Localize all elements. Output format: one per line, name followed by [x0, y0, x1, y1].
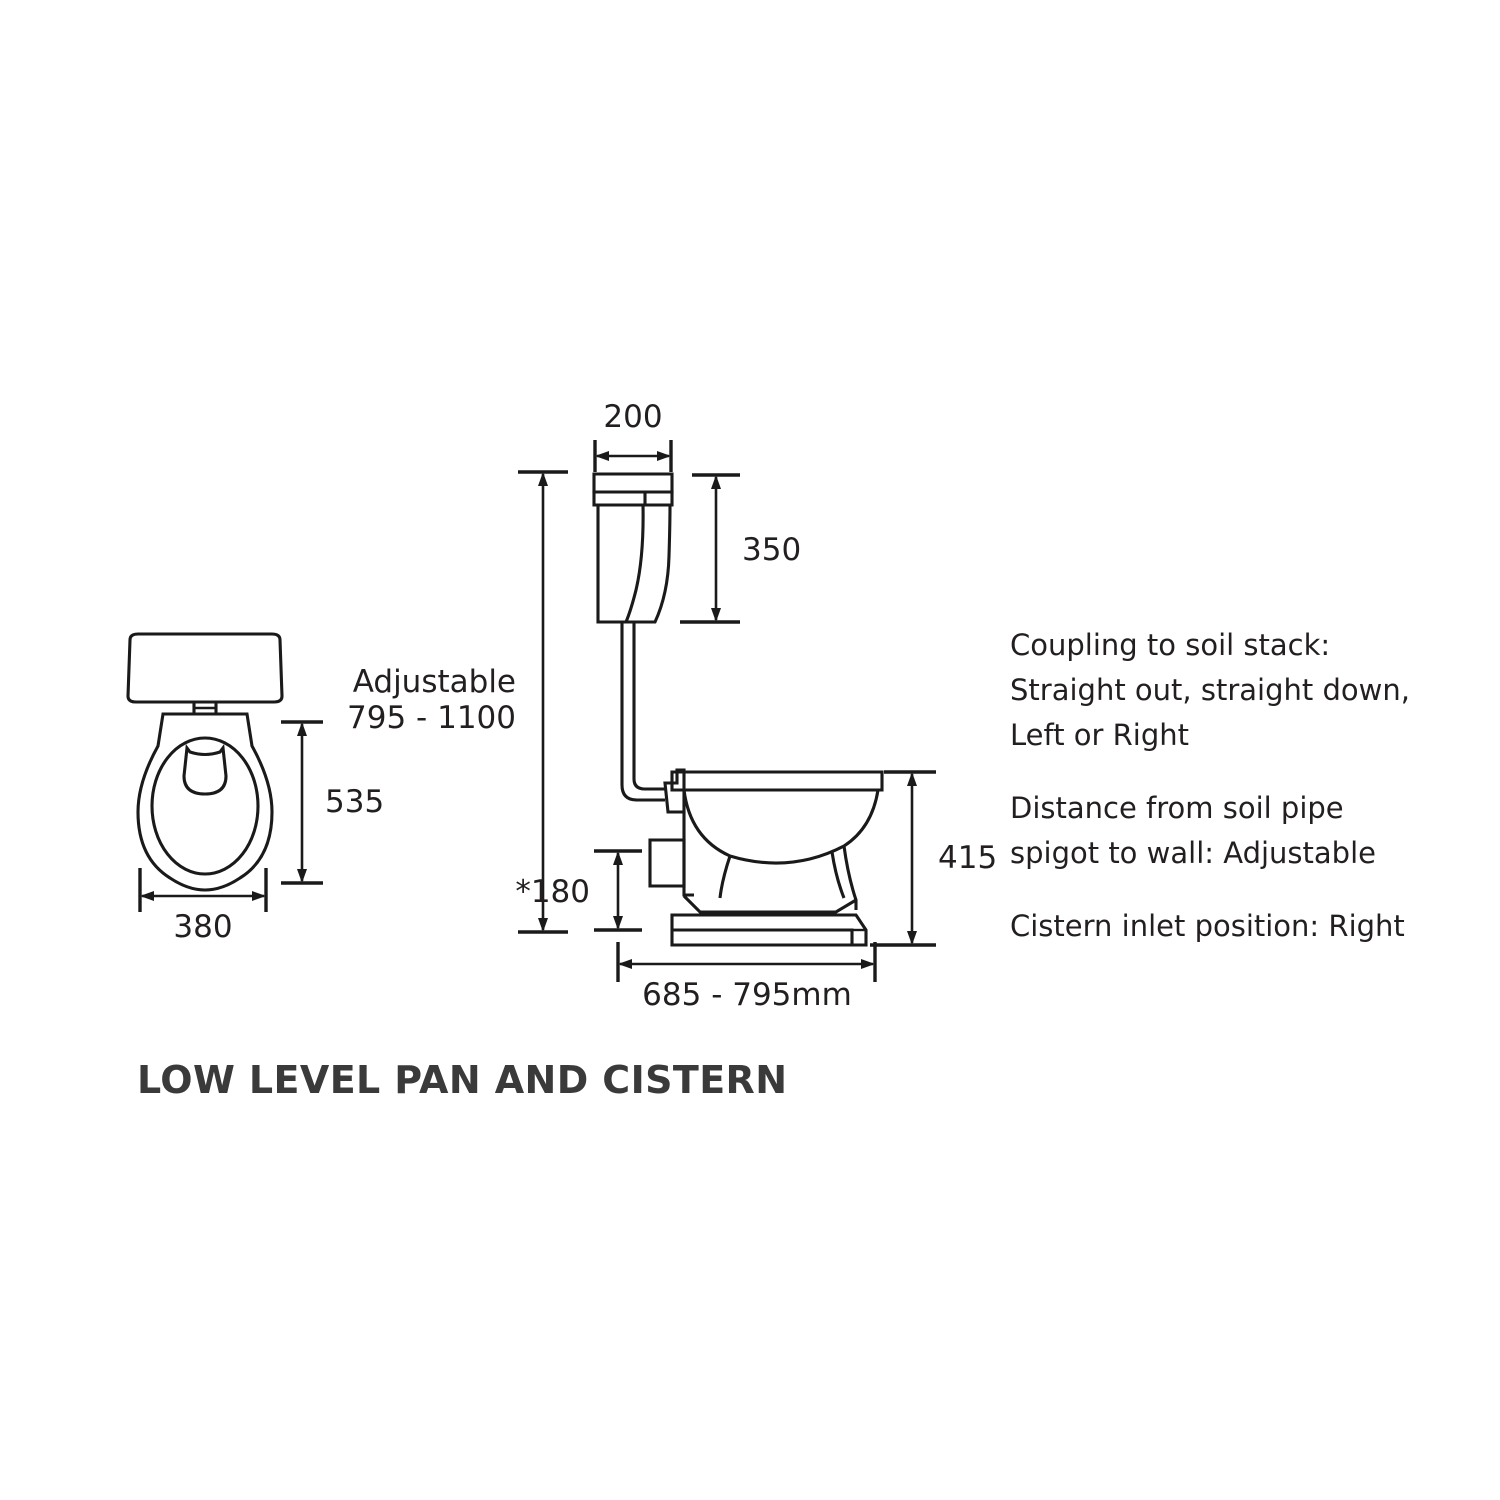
- note-coupling-line-3: Left or Right: [1010, 718, 1189, 752]
- dim-cistern-width: 200: [593, 399, 673, 472]
- pan-foot-base: [670, 913, 868, 947]
- pan-bowl-underside: [682, 789, 880, 865]
- flush-pipe-inner: [632, 622, 665, 791]
- notes-block: Coupling to soil stack: Straight out, st…: [1010, 628, 1410, 943]
- pan-plinth-top: [682, 894, 857, 914]
- plan-seat-inner-ring: [150, 736, 260, 876]
- note-cistern-inlet: Cistern inlet position: Right: [1010, 909, 1405, 943]
- dim-spigot-height: *180: [515, 849, 642, 932]
- pan-pedestal-right-inner: [830, 851, 846, 899]
- side-elevation-view: 200 350 Adjustable 795 - 1100: [347, 399, 997, 1013]
- dim-cistern-adjustable-height: Adjustable 795 - 1100: [347, 470, 568, 934]
- pan-inlet-collar: [663, 768, 686, 814]
- dim-spigot-height-label: *180: [515, 874, 590, 910]
- note-soil-pipe-distance: Distance from soil pipe spigot to wall: …: [1010, 791, 1376, 870]
- note-soil-pipe-line-2: spigot to wall: Adjustable: [1010, 836, 1376, 870]
- dim-pan-height: 415: [870, 770, 997, 947]
- dim-adjustable-label: Adjustable: [353, 664, 516, 700]
- flush-pipe-outer: [620, 622, 665, 802]
- cistern-body-outline: [596, 504, 672, 624]
- pan-pedestal-right: [842, 845, 858, 910]
- note-coupling: Coupling to soil stack: Straight out, st…: [1010, 628, 1410, 752]
- dim-cistern-height-label: 350: [742, 532, 801, 568]
- dim-adjustable-value: 795 - 1100: [347, 700, 516, 736]
- plan-cistern-outline: [126, 632, 284, 704]
- dim-cistern-width-label: 200: [603, 399, 662, 435]
- note-cistern-inlet-line-1: Cistern inlet position: Right: [1010, 909, 1405, 943]
- note-coupling-line-2: Straight out, straight down,: [1010, 673, 1410, 707]
- dim-plan-depth: 535: [281, 720, 384, 885]
- dim-projection-label: 685 - 795mm: [642, 977, 852, 1013]
- plan-view: 535 380: [126, 632, 384, 945]
- dim-plan-width: 380: [138, 868, 268, 945]
- plan-bowl-inner-detail: [182, 743, 228, 796]
- page-title: LOW LEVEL PAN AND CISTERN: [137, 1058, 787, 1102]
- pan-rim: [670, 770, 884, 792]
- dim-pan-height-label: 415: [938, 840, 997, 876]
- pan-soil-outlet-spigot: [648, 838, 686, 888]
- dim-projection: 685 - 795mm: [616, 942, 877, 1013]
- dim-plan-width-label: 380: [173, 909, 232, 945]
- plan-seat-outline: [136, 712, 274, 892]
- dim-plan-depth-label: 535: [325, 784, 384, 820]
- note-soil-pipe-line-1: Distance from soil pipe: [1010, 791, 1344, 825]
- plan-bowl-inner-lip: [189, 750, 221, 756]
- pan-pedestal-left-curve: [718, 855, 732, 899]
- dim-cistern-height: 350: [680, 473, 801, 624]
- note-coupling-line-1: Coupling to soil stack:: [1010, 628, 1330, 662]
- cistern-body-face-line: [624, 504, 645, 623]
